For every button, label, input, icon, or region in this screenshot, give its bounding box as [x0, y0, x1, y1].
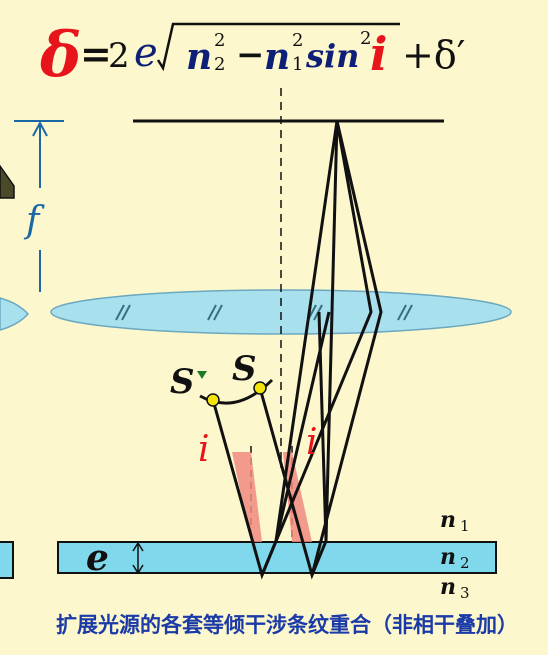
formula-n2-sup: 2: [214, 30, 225, 51]
formula-n2-sub: 2: [214, 54, 225, 75]
ray-s-b: [310, 120, 383, 576]
ray-s-a: [258, 120, 339, 580]
film-thickness-label: e: [86, 537, 109, 579]
incidence-angle-left-label: i: [198, 429, 210, 470]
source-s-prime-label: S: [170, 362, 195, 402]
focal-length-label: f: [23, 200, 45, 241]
index-n3-sub: 3: [460, 584, 470, 602]
ray-s-prime-b: [260, 120, 373, 576]
formula-angle: i: [370, 27, 387, 81]
formula-n1-sup: 2: [292, 30, 303, 51]
formula-coef: 2: [108, 36, 130, 76]
radical-sign: [156, 22, 400, 72]
ray-s-prime-a: [211, 120, 339, 580]
thickness-arrowhead-top: [132, 541, 144, 552]
index-n1-label: n: [440, 507, 456, 533]
formula-thickness: e: [134, 30, 158, 76]
path-difference-formula: δ = 2 e n 2 2 − n 2 1 sin 2 i +δ′: [39, 18, 465, 91]
light-rays: [211, 120, 383, 580]
left-film-fragment: [0, 541, 14, 579]
incidence-angle-right-label: i: [306, 422, 318, 463]
left-lens-fragment: [0, 297, 30, 331]
index-n2-label: n: [440, 544, 456, 570]
source-s-label: S: [232, 349, 257, 389]
ray-reflect-2: [317, 311, 328, 542]
caption: 扩展光源的各套等倾干涉条纹重合（非相干叠加）: [56, 613, 518, 637]
focal-arrowhead: [32, 120, 48, 137]
formula-n2: n: [186, 36, 212, 78]
source-point-s-prime: [206, 393, 220, 407]
thin-film: [57, 541, 497, 574]
formula-extra-term: +δ′: [402, 33, 465, 77]
formula-sin-sup: 2: [360, 28, 371, 49]
formula-delta: δ: [39, 18, 81, 91]
source-point-s: [253, 381, 267, 395]
formula-sin: sin: [305, 37, 359, 75]
formula-n1: n: [264, 36, 290, 78]
index-n2-sub: 2: [460, 554, 470, 572]
index-n1-sub: 1: [460, 517, 470, 535]
prime-mark-icon: [197, 371, 207, 379]
index-n3-label: n: [440, 574, 456, 600]
formula-n1-sub: 1: [292, 54, 303, 75]
incidence-wedge-left: [232, 452, 262, 542]
formula-equals: =: [80, 31, 112, 76]
thickness-arrowhead-bottom: [132, 564, 144, 575]
left-partial-shape: [0, 164, 15, 199]
formula-minus: −: [236, 35, 265, 75]
